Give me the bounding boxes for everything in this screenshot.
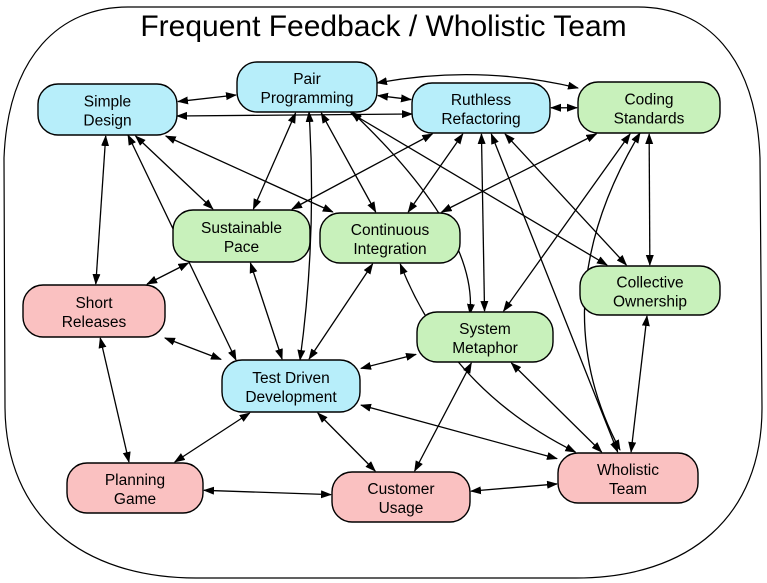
- edge-planning-game--customer-usage: [203, 486, 332, 499]
- edge-coding-standards--continuous-integration: [440, 133, 598, 213]
- edge-coding-standards--collective-ownership: [645, 133, 654, 266]
- edge-system-metaphor--test-driven-development: [360, 352, 417, 370]
- edge-simple-design--short-releases: [92, 135, 110, 285]
- diagram-boundary: [3, 6, 763, 579]
- node-simple-design-shape: [37, 83, 178, 136]
- edge-simple-design--sustainable-pace: [134, 135, 214, 210]
- edge-system-metaphor--customer-usage: [414, 362, 472, 472]
- edge-pair-programming--coding-standards: [376, 73, 579, 90]
- edge-ruthless-refactoring--sustainable-pace: [291, 133, 434, 210]
- edge-short-releases--test-driven-development: [163, 337, 222, 360]
- diagram-title: Frequent Feedback / Wholistic Team: [140, 10, 627, 43]
- edges-layer: [92, 73, 654, 499]
- edge-customer-usage--wholistic-team: [470, 480, 558, 495]
- edge-short-releases--planning-game: [98, 337, 131, 463]
- node-collective-ownership-shape: [579, 265, 721, 316]
- edge-simple-design--pair-programming: [177, 92, 237, 105]
- edge-collective-ownership--wholistic-team: [628, 315, 650, 453]
- node-test-driven-development-shape: [221, 359, 361, 413]
- edge-ruthless-refactoring--system-metaphor: [477, 133, 489, 312]
- edge-test-driven-development--wholistic-team: [360, 403, 558, 460]
- edge-ruthless-refactoring--collective-ownership: [504, 133, 628, 266]
- node-customer-usage-shape: [331, 471, 471, 523]
- edge-sustainable-pace--short-releases: [146, 262, 190, 285]
- node-continuous-integration-shape: [319, 212, 461, 264]
- node-sustainable-pace-shape: [172, 209, 311, 263]
- edge-test-driven-development--customer-usage: [317, 412, 376, 472]
- node-wholistic-team-shape: [557, 452, 699, 504]
- edge-ruthless-refactoring--continuous-integration: [407, 133, 464, 213]
- edge-pair-programming--ruthless-refactoring: [377, 92, 412, 103]
- node-planning-game-shape: [66, 462, 204, 514]
- edge-continuous-integration--test-driven-development: [308, 263, 374, 360]
- edge-test-driven-development--planning-game: [173, 412, 251, 463]
- edge-pair-programming--sustainable-pace: [252, 112, 297, 210]
- node-coding-standards-shape: [577, 81, 721, 134]
- node-ruthless-refactoring-shape: [411, 82, 551, 134]
- node-pair-programming-shape: [236, 61, 378, 113]
- edge-sustainable-pace--test-driven-development: [249, 262, 283, 360]
- node-system-metaphor-shape: [416, 311, 554, 363]
- node-short-releases-shape: [22, 284, 166, 338]
